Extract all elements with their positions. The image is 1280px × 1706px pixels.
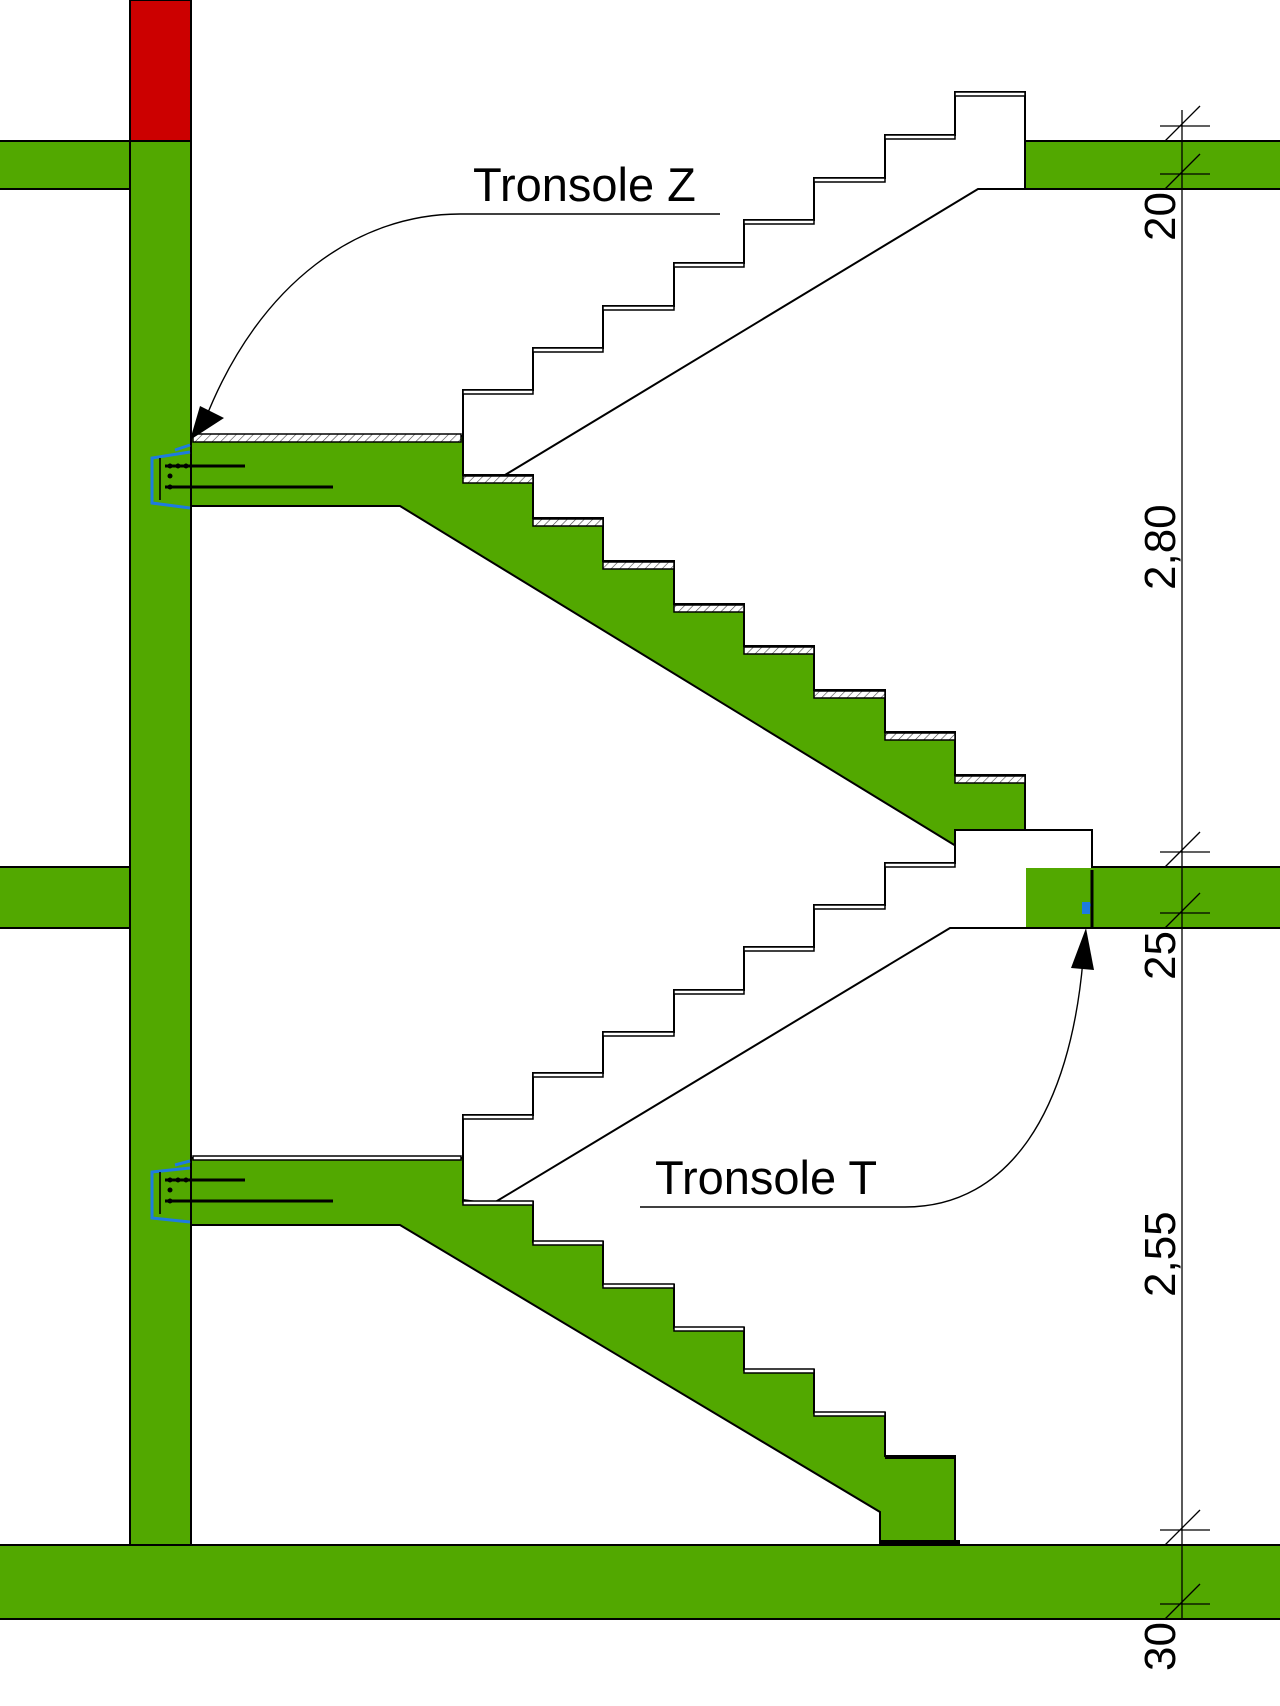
tronsole-z-label: Tronsole Z <box>473 158 696 211</box>
tronsole-t-connector <box>1082 870 1094 928</box>
concrete-structure <box>0 140 1280 1620</box>
tronsole-t-arrowhead <box>1071 928 1094 970</box>
tronsole-t-leader <box>904 959 1084 1208</box>
dimension-ticks <box>1160 105 1210 1620</box>
upper-white-stair <box>462 91 1026 476</box>
upper-white-treads <box>462 91 1026 395</box>
masonry-wall <box>129 0 192 142</box>
bottom-slab <box>0 1544 1280 1620</box>
tronsole-z-connector <box>150 443 333 510</box>
lower-landing-connector <box>150 1159 333 1224</box>
dimension-slab-bottom: 30 <box>1136 1622 1185 1671</box>
tronsole-t-label: Tronsole T <box>655 1151 877 1204</box>
middle-slab-left <box>0 866 131 929</box>
dimension-chain: 20 2,80 25 2,55 30 <box>1136 105 1210 1671</box>
tronsole-t-callout: Tronsole T <box>640 928 1094 1208</box>
middle-slab-right <box>1091 866 1280 929</box>
vertical-wall <box>129 140 192 1546</box>
top-slab-right <box>1024 140 1280 190</box>
lower-tread-finishes <box>192 1155 960 1544</box>
dimension-storey-upper: 2,80 <box>1136 504 1185 590</box>
tronsole-z-arrowhead <box>190 406 224 440</box>
tronsole-z-leader <box>204 213 461 421</box>
tronsole-z-callout: Tronsole Z <box>190 158 720 440</box>
dimension-storey-lower: 2,55 <box>1136 1211 1185 1297</box>
lower-white-treads <box>462 862 956 1120</box>
lower-white-stair <box>462 829 1093 1206</box>
upper-tread-finishes <box>192 433 1026 784</box>
dimension-slab-middle: 25 <box>1136 931 1185 980</box>
dimension-slab-top: 20 <box>1136 192 1185 241</box>
lower-green-flight <box>190 1157 956 1546</box>
